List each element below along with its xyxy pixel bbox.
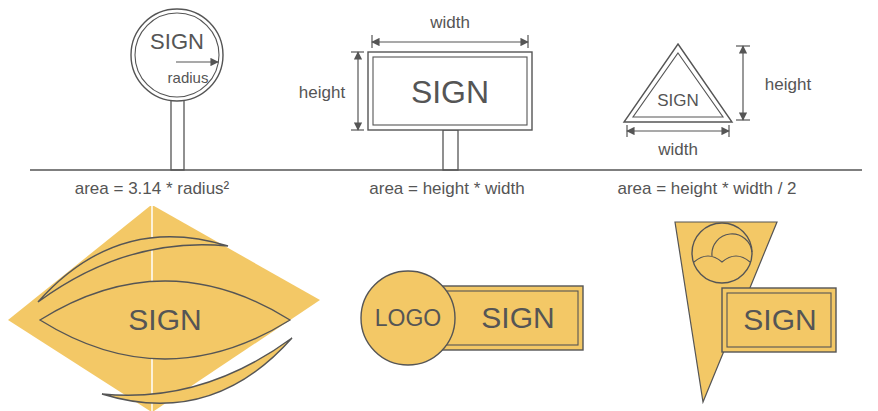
area-formula: area = height * width / 2 [615, 180, 798, 197]
area-formula: area = 3.14 * radius² [73, 180, 232, 197]
scoop-detail [712, 234, 752, 256]
node-shape [130, 8, 224, 102]
shape-outline [438, 286, 583, 350]
shape-outline [443, 291, 578, 345]
ice-cream-scoop [692, 223, 752, 283]
shape-outline [373, 57, 527, 125]
shape-outline [624, 44, 732, 122]
sign-post [171, 100, 184, 170]
radius-arrow [176, 61, 218, 62]
dimension-tick [736, 119, 750, 120]
triangle-sign: SIGN [622, 42, 734, 124]
shape-outline [722, 288, 836, 352]
shape-outline [727, 293, 831, 347]
diamond-shape [8, 206, 320, 411]
sign-text: SIGN [150, 31, 204, 53]
shape-outline [361, 271, 455, 365]
sign-text: SIGN [657, 92, 699, 109]
shape-outline [633, 53, 723, 117]
dimension-tick [351, 129, 364, 130]
logo-circle: LOGO [360, 270, 456, 366]
rectangle-sign: SIGN [722, 288, 836, 352]
sign-text: SIGN [481, 303, 554, 333]
shape-outline [40, 281, 290, 359]
dimension-tick [728, 125, 729, 137]
node-shape [622, 42, 734, 124]
dimension-tick [626, 125, 627, 137]
dimension-tick [371, 35, 372, 48]
rectangle-sign: SIGN [438, 286, 583, 350]
dimension-label: height [297, 84, 347, 101]
dimension-tick [351, 51, 364, 52]
sign-text: LOGO [375, 307, 441, 330]
dimension-line [627, 130, 729, 131]
dimension-label: width [656, 141, 700, 158]
sign-text: SIGN [743, 305, 816, 335]
dimension-line [372, 41, 528, 42]
dimension-tick [736, 45, 750, 46]
sign-post [443, 130, 458, 170]
scoop-detail [694, 256, 750, 262]
rectangle-sign: SIGN [368, 52, 532, 130]
area-formula: area = height * width [367, 180, 526, 197]
dimension-label: height [763, 76, 813, 93]
dimension-tick [527, 35, 528, 48]
sign-text: SIGN [128, 305, 201, 335]
dimension-label: width [428, 14, 472, 31]
shape-outline [135, 13, 219, 97]
sign-text: SIGN [411, 76, 489, 108]
shape-outline [368, 52, 532, 130]
dimension-line [357, 52, 358, 130]
dimension-label: radius [168, 70, 209, 85]
ground-line [30, 169, 862, 170]
dimension-line [742, 46, 743, 120]
circle-sign: SIGN radius [130, 8, 224, 102]
shape-outline [131, 9, 223, 101]
lens-sign: SIGN [36, 246, 294, 394]
